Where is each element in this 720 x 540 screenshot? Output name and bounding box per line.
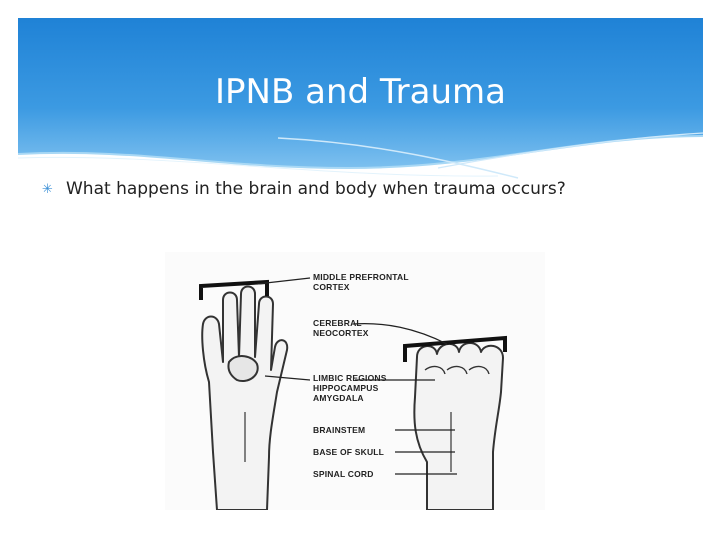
label-amygdala: AMYGDALA — [313, 393, 364, 403]
label-cerebral: CEREBRAL — [313, 318, 362, 328]
open-hand-icon — [201, 285, 289, 510]
label-hippocampus: HIPPOCAMPUS — [313, 383, 379, 393]
slide-title: IPNB and Trauma — [215, 72, 506, 112]
label-brainstem: BRAINSTEM — [313, 425, 366, 435]
label-limbic-regions: LIMBIC REGIONS — [313, 373, 387, 383]
bullet-item: ✳ What happens in the brain and body whe… — [42, 175, 702, 203]
bullet-text: What happens in the brain and body when … — [66, 179, 566, 199]
label-spinal-cord: SPINAL CORD — [313, 469, 374, 479]
label-middle-prefrontal: MIDDLE PREFRONTAL — [313, 272, 409, 282]
asterisk-bullet-icon: ✳ — [42, 181, 53, 197]
hand-brain-drawing — [165, 252, 545, 510]
fist-icon — [413, 342, 504, 510]
label-cortex: CORTEX — [313, 282, 350, 292]
label-neocortex: NEOCORTEX — [313, 328, 369, 338]
banner-background — [18, 18, 703, 179]
hand-brain-model-figure: MIDDLE PREFRONTAL CORTEX CEREBRAL NEOCOR… — [165, 252, 545, 510]
label-base-of-skull: BASE OF SKULL — [313, 447, 385, 457]
title-banner: IPNB and Trauma — [18, 18, 703, 198]
